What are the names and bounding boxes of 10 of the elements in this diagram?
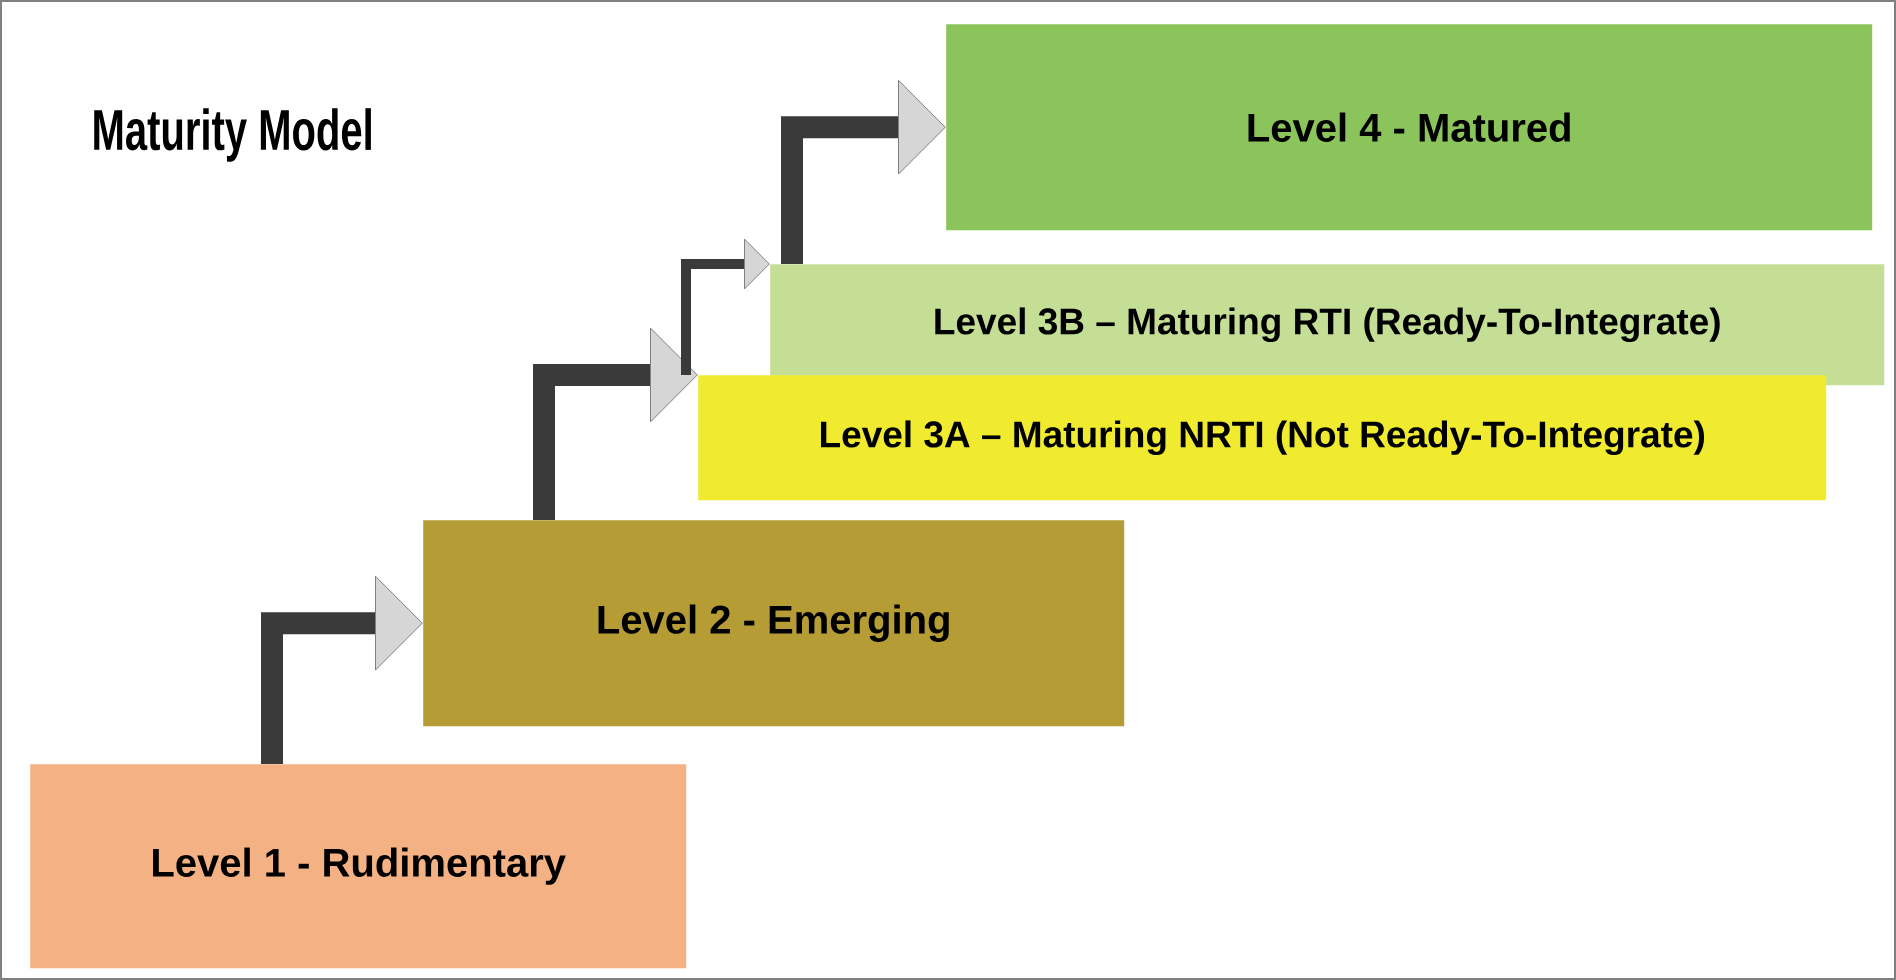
level-box: Level 2 - Emerging [423, 520, 1125, 727]
arrow [261, 575, 423, 764]
arrow [781, 79, 946, 264]
title: Maturity Model [94, 108, 371, 162]
level-box: Level 3A – Maturing NRTI (Not Ready-To-Integrate) [698, 375, 1827, 501]
arrow [533, 327, 698, 520]
level-box: Level 4 - Matured [946, 24, 1873, 231]
level-box: Level 1 - Rudimentary [30, 764, 687, 969]
level-box: Level 3B – Maturing RTI (Ready-To-Integrate) [770, 264, 1885, 386]
arrow [681, 238, 770, 375]
